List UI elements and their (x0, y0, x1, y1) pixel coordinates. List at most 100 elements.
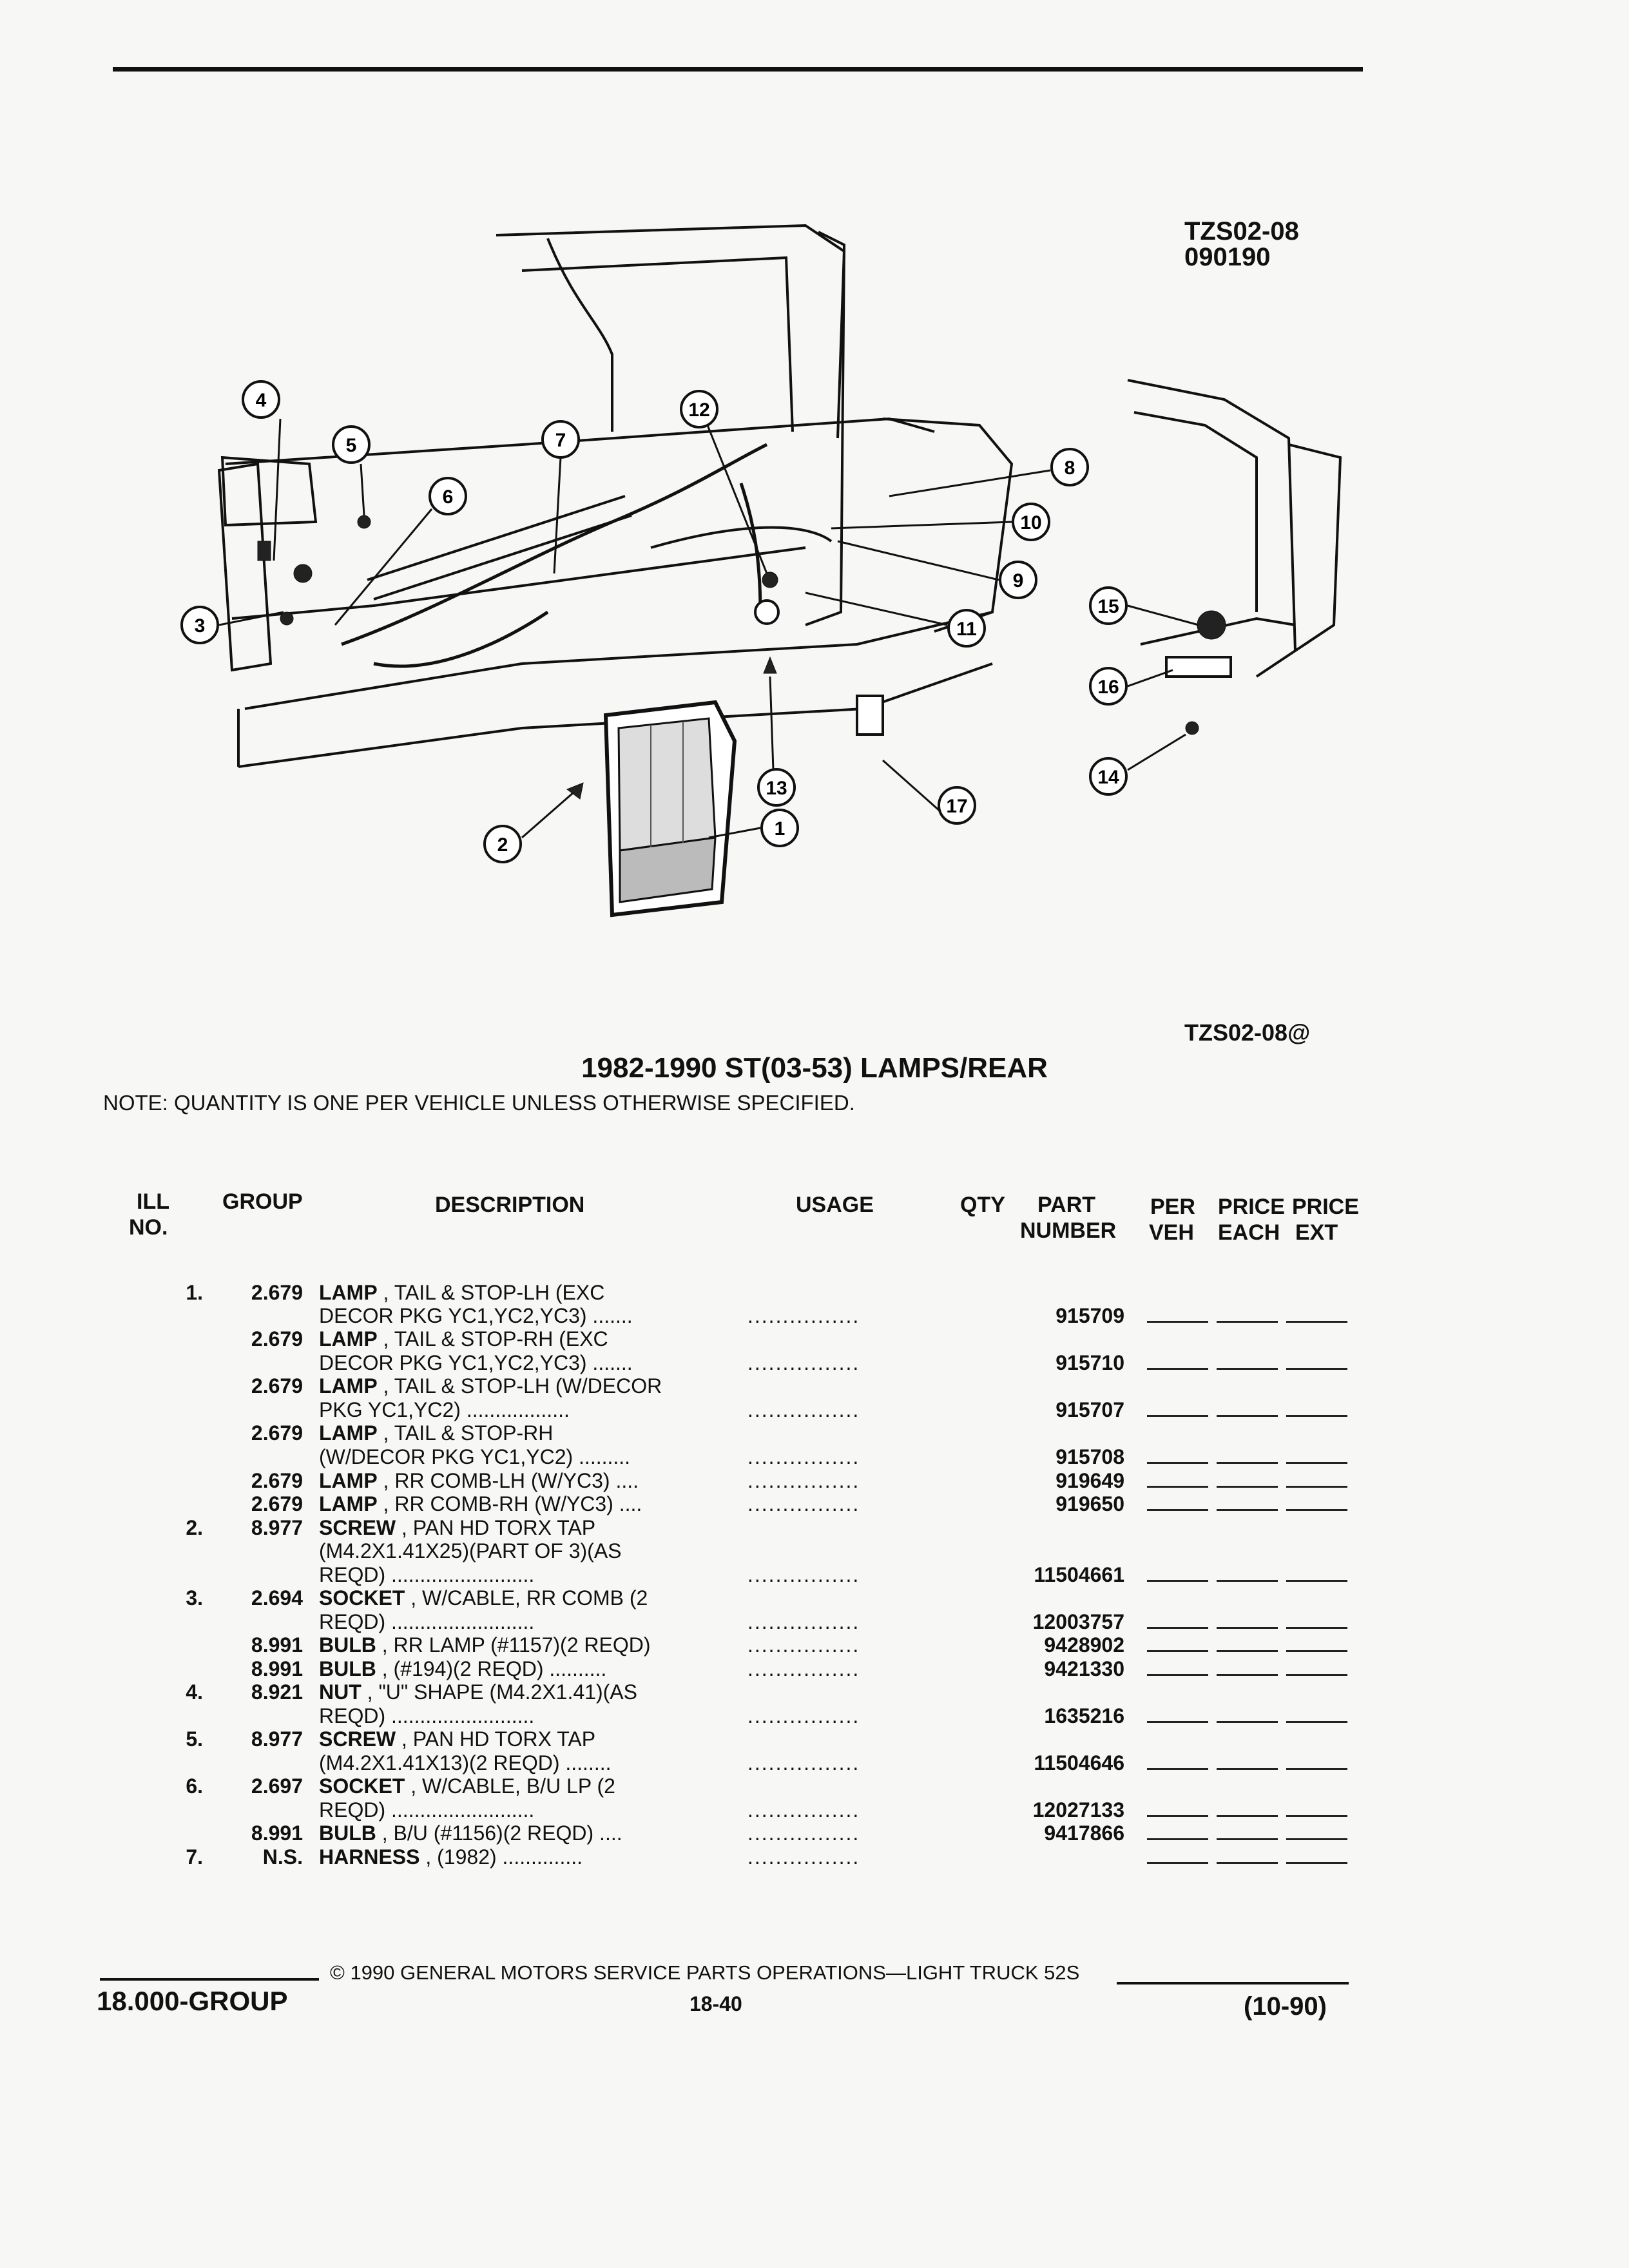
callout-1: 1 (760, 809, 799, 847)
table-row: (M4.2X1.41X13)(2 REQD) .................… (0, 1751, 1629, 1774)
page-title: 1982-1990 ST(03-53) LAMPS/REAR (581, 1052, 1048, 1084)
svg-text:6: 6 (443, 486, 454, 508)
table-row: REQD) ..................................… (0, 1610, 1629, 1633)
callout-12: 12 (680, 390, 718, 428)
group-no: 2.679 (251, 1492, 303, 1515)
part-number: 919650 (1055, 1492, 1124, 1515)
description: BULB , (#194)(2 REQD) .......... (319, 1657, 606, 1680)
description: LAMP , RR COMB-LH (W/YC3) .... (319, 1469, 639, 1492)
header-group: GROUP (222, 1189, 303, 1214)
part-number: 919649 (1055, 1469, 1124, 1492)
usage: ................ (747, 1821, 860, 1845)
svg-text:13: 13 (766, 778, 787, 799)
footer-rule-left (100, 1978, 319, 1981)
usage: ................ (747, 1351, 860, 1374)
ill-no: 1. (186, 1281, 203, 1304)
header-price-ext: PRICE (1292, 1195, 1359, 1219)
description: DECOR PKG YC1,YC2,YC3) ....... (319, 1304, 633, 1327)
usage: ................ (747, 1304, 860, 1327)
description: PKG YC1,YC2) .................. (319, 1398, 570, 1421)
per-veh-blank (1147, 1509, 1208, 1511)
usage: ................ (747, 1798, 860, 1821)
callout-13: 13 (757, 768, 796, 807)
usage: ................ (747, 1610, 860, 1633)
callout-17: 17 (938, 786, 976, 825)
description: NUT , "U" SHAPE (M4.2X1.41)(AS (319, 1680, 637, 1704)
description-text: , RR COMB-LH (W/YC3) .... (383, 1469, 639, 1492)
table-row: (W/DECOR PKG YC1,YC2) ..................… (0, 1445, 1629, 1468)
table-row: REQD) ..................................… (0, 1798, 1629, 1821)
group-no: 8.977 (251, 1727, 303, 1751)
part-number: 915708 (1055, 1445, 1124, 1468)
price-each-blank (1217, 1650, 1278, 1652)
footer-revision-date: (10-90) (1244, 1992, 1327, 2021)
description-text: , "U" SHAPE (M4.2X1.41)(AS (367, 1680, 637, 1704)
description: HARNESS , (1982) .............. (319, 1845, 583, 1869)
price-each-blank (1217, 1462, 1278, 1464)
description-text: , PAN HD TORX TAP (401, 1727, 596, 1751)
header-ill: ILL (137, 1189, 169, 1214)
price-each-blank (1217, 1627, 1278, 1629)
per-veh-blank (1147, 1627, 1208, 1629)
header-per-veh: VEH (1149, 1220, 1194, 1245)
description: LAMP , TAIL & STOP-LH (EXC (319, 1281, 604, 1304)
description-text: REQD) ......................... (319, 1798, 535, 1821)
per-veh-blank (1147, 1486, 1208, 1488)
group-no: 2.697 (251, 1774, 303, 1798)
ill-no: 5. (186, 1727, 203, 1751)
description-text: , RR LAMP (#1157)(2 REQD) (381, 1633, 651, 1657)
price-each-blank (1217, 1580, 1278, 1582)
price-ext-blank (1286, 1368, 1347, 1370)
per-veh-blank (1147, 1674, 1208, 1676)
callout-9: 9 (999, 561, 1037, 599)
description-text: , W/CABLE, RR COMB (2 (410, 1586, 648, 1610)
price-each-blank (1217, 1368, 1278, 1370)
per-veh-blank (1147, 1650, 1208, 1652)
callout-6: 6 (429, 477, 467, 515)
svg-text:10: 10 (1020, 512, 1041, 533)
part-name: SOCKET (319, 1774, 405, 1798)
description: (W/DECOR PKG YC1,YC2) ......... (319, 1445, 630, 1468)
price-each-blank (1217, 1321, 1278, 1323)
usage: ................ (747, 1704, 860, 1727)
part-name: LAMP (319, 1492, 378, 1515)
header-per: PER (1150, 1195, 1195, 1219)
tail-lamp-drawing (603, 700, 737, 918)
table-row: 7.N.S.HARNESS , (1982) .................… (0, 1845, 1629, 1869)
description: (M4.2X1.41X25)(PART OF 3)(AS (319, 1539, 622, 1562)
price-each-blank (1217, 1509, 1278, 1511)
group-no: 2.679 (251, 1421, 303, 1445)
svg-text:11: 11 (956, 619, 977, 640)
svg-text:15: 15 (1097, 596, 1119, 617)
description: REQD) ......................... (319, 1798, 534, 1821)
table-row: DECOR PKG YC1,YC2,YC3) .................… (0, 1351, 1629, 1374)
price-ext-blank (1286, 1768, 1347, 1770)
usage: ................ (747, 1398, 860, 1421)
svg-text:7: 7 (555, 430, 566, 451)
price-each-blank (1217, 1415, 1278, 1417)
price-ext-blank (1286, 1580, 1347, 1582)
svg-text:3: 3 (195, 615, 206, 637)
table-row: (M4.2X1.41X25)(PART OF 3)(AS (0, 1539, 1629, 1562)
callout-10: 10 (1012, 503, 1050, 541)
description: DECOR PKG YC1,YC2,YC3) ....... (319, 1351, 633, 1374)
description: LAMP , TAIL & STOP-LH (W/DECOR (319, 1374, 662, 1398)
usage: ................ (747, 1492, 860, 1515)
group-no: 8.921 (251, 1680, 303, 1704)
description: SOCKET , W/CABLE, RR COMB (2 (319, 1586, 648, 1610)
header-ill-no: NO. (129, 1215, 168, 1240)
usage: ................ (747, 1445, 860, 1468)
per-veh-blank (1147, 1862, 1208, 1864)
header-price-each: PRICE (1218, 1195, 1285, 1219)
footer-rule-right (1117, 1982, 1349, 1984)
svg-text:9: 9 (1013, 570, 1024, 591)
price-each-blank (1217, 1862, 1278, 1864)
svg-text:12: 12 (688, 399, 709, 421)
description: LAMP , RR COMB-RH (W/YC3) .... (319, 1492, 642, 1515)
price-each-blank (1217, 1721, 1278, 1723)
